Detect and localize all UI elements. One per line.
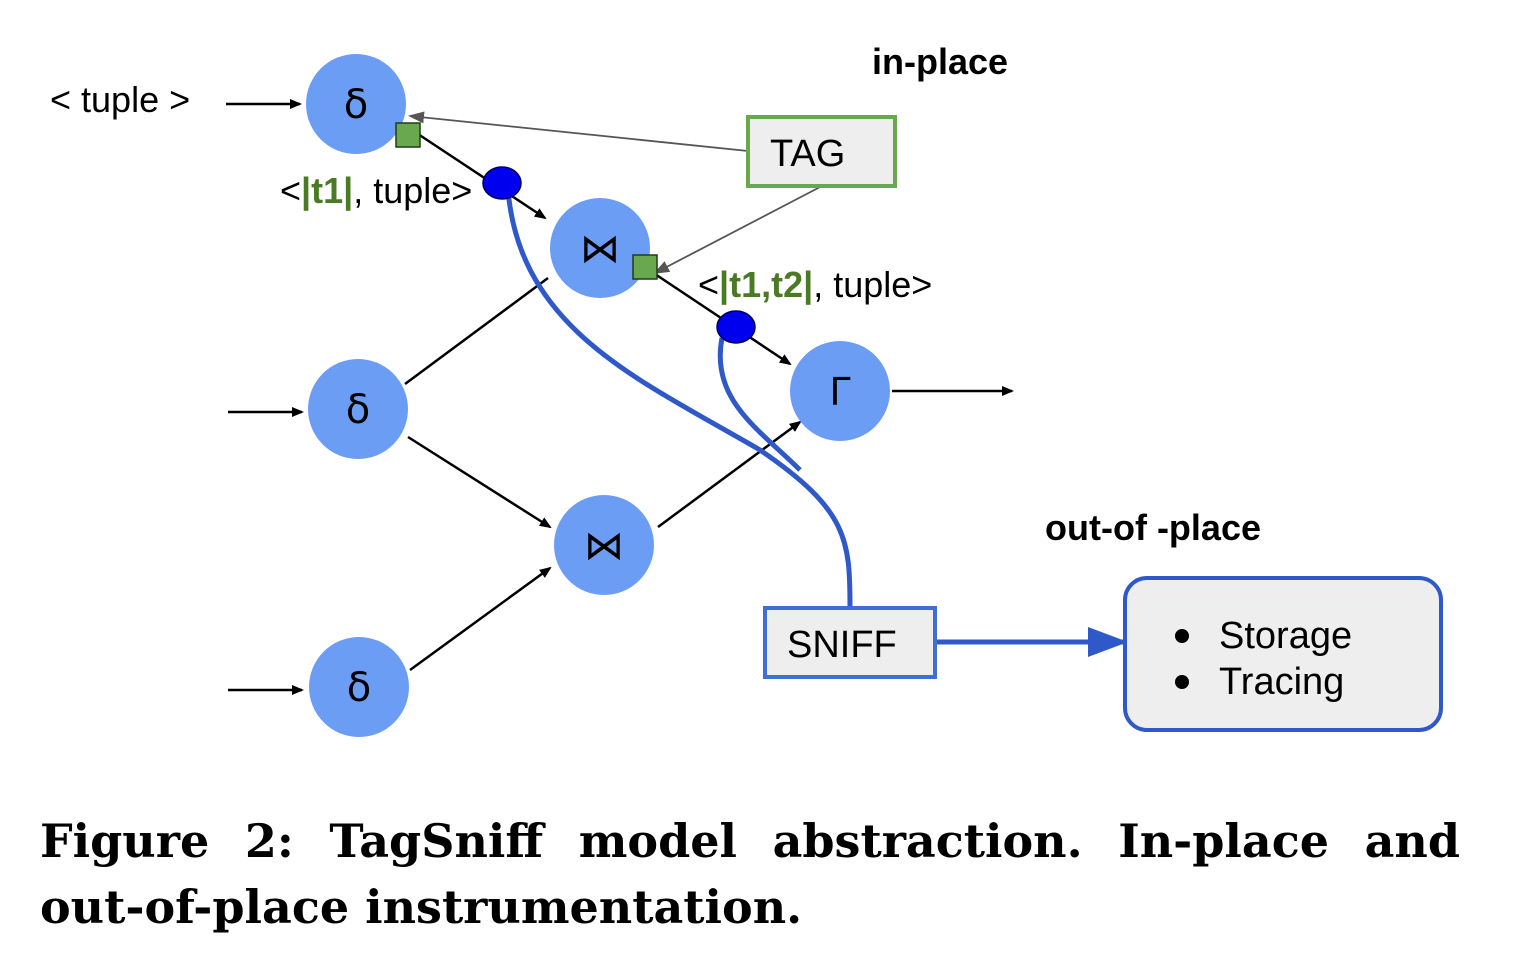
edge-label-t1t2-rest: , tuple>	[813, 264, 932, 305]
sink-item-tracing: Tracing	[1219, 661, 1344, 703]
in-place-title: in-place	[872, 41, 1008, 82]
edge-label-t1: <|t1|, tuple>	[280, 170, 472, 212]
tag-marker-1	[395, 122, 421, 148]
edge-label-t1-open: <	[280, 170, 301, 211]
edge-select2-to-join1	[404, 276, 549, 386]
join-operator-2-symbol: ⋈	[584, 523, 624, 569]
tag-marker-2	[632, 254, 658, 280]
sink-item-storage: Storage	[1219, 615, 1352, 657]
tag-box: TAG	[746, 115, 897, 188]
figure-caption: Figure 2: TagSniff model abstraction. In…	[40, 814, 1460, 934]
edge-select1-to-join1	[417, 132, 547, 220]
sink-box: Storage Tracing	[1123, 576, 1443, 732]
sniff-tap-1	[482, 166, 522, 200]
sink-bullet-2	[1175, 675, 1189, 689]
select-operator-3-symbol: δ	[347, 665, 371, 711]
select-operator-3: δ	[309, 637, 409, 737]
edge-label-t1t2: <|t1,t2|, tuple>	[698, 264, 932, 306]
edge-select3-to-join2	[409, 566, 552, 672]
edge-label-t1t2-open: <	[698, 264, 719, 305]
tag-pointer-1	[408, 111, 749, 152]
edge-select2-to-join2	[407, 435, 552, 529]
edge-join2-to-aggregate	[657, 420, 802, 529]
sniff-box: SNIFF	[763, 606, 937, 679]
select-operator-1-symbol: δ	[344, 82, 368, 128]
sink-bullet-1	[1175, 629, 1189, 643]
input-tuple-label: < tuple >	[50, 79, 190, 120]
tag-box-label: TAG	[770, 133, 845, 175]
aggregate-operator: Γ	[790, 341, 890, 441]
tag-pointer-2	[653, 185, 823, 274]
join-operator-1-symbol: ⋈	[580, 226, 620, 272]
sniff-curve-1	[505, 189, 853, 609]
tagsniff-diagram: in-place out-of -place < tuple > TAG δ δ…	[50, 41, 1443, 737]
aggregate-operator-symbol: Γ	[829, 370, 850, 414]
edge-label-t1t2-tag: |t1,t2|	[719, 264, 813, 306]
select-operator-2: δ	[308, 359, 408, 459]
out-of-place-title: out-of -place	[1045, 507, 1261, 548]
edge-label-t1-tag: |t1|	[301, 170, 353, 212]
select-operator-2-symbol: δ	[346, 387, 370, 433]
select-operator-1: δ	[306, 54, 406, 154]
sniff-box-label: SNIFF	[787, 624, 897, 666]
sniff-curve-2	[717, 337, 802, 472]
edge-label-t1-rest: , tuple>	[353, 170, 472, 211]
join-operator-1: ⋈	[550, 198, 650, 298]
join-operator-2: ⋈	[554, 495, 654, 595]
sniff-tap-2	[716, 310, 756, 344]
